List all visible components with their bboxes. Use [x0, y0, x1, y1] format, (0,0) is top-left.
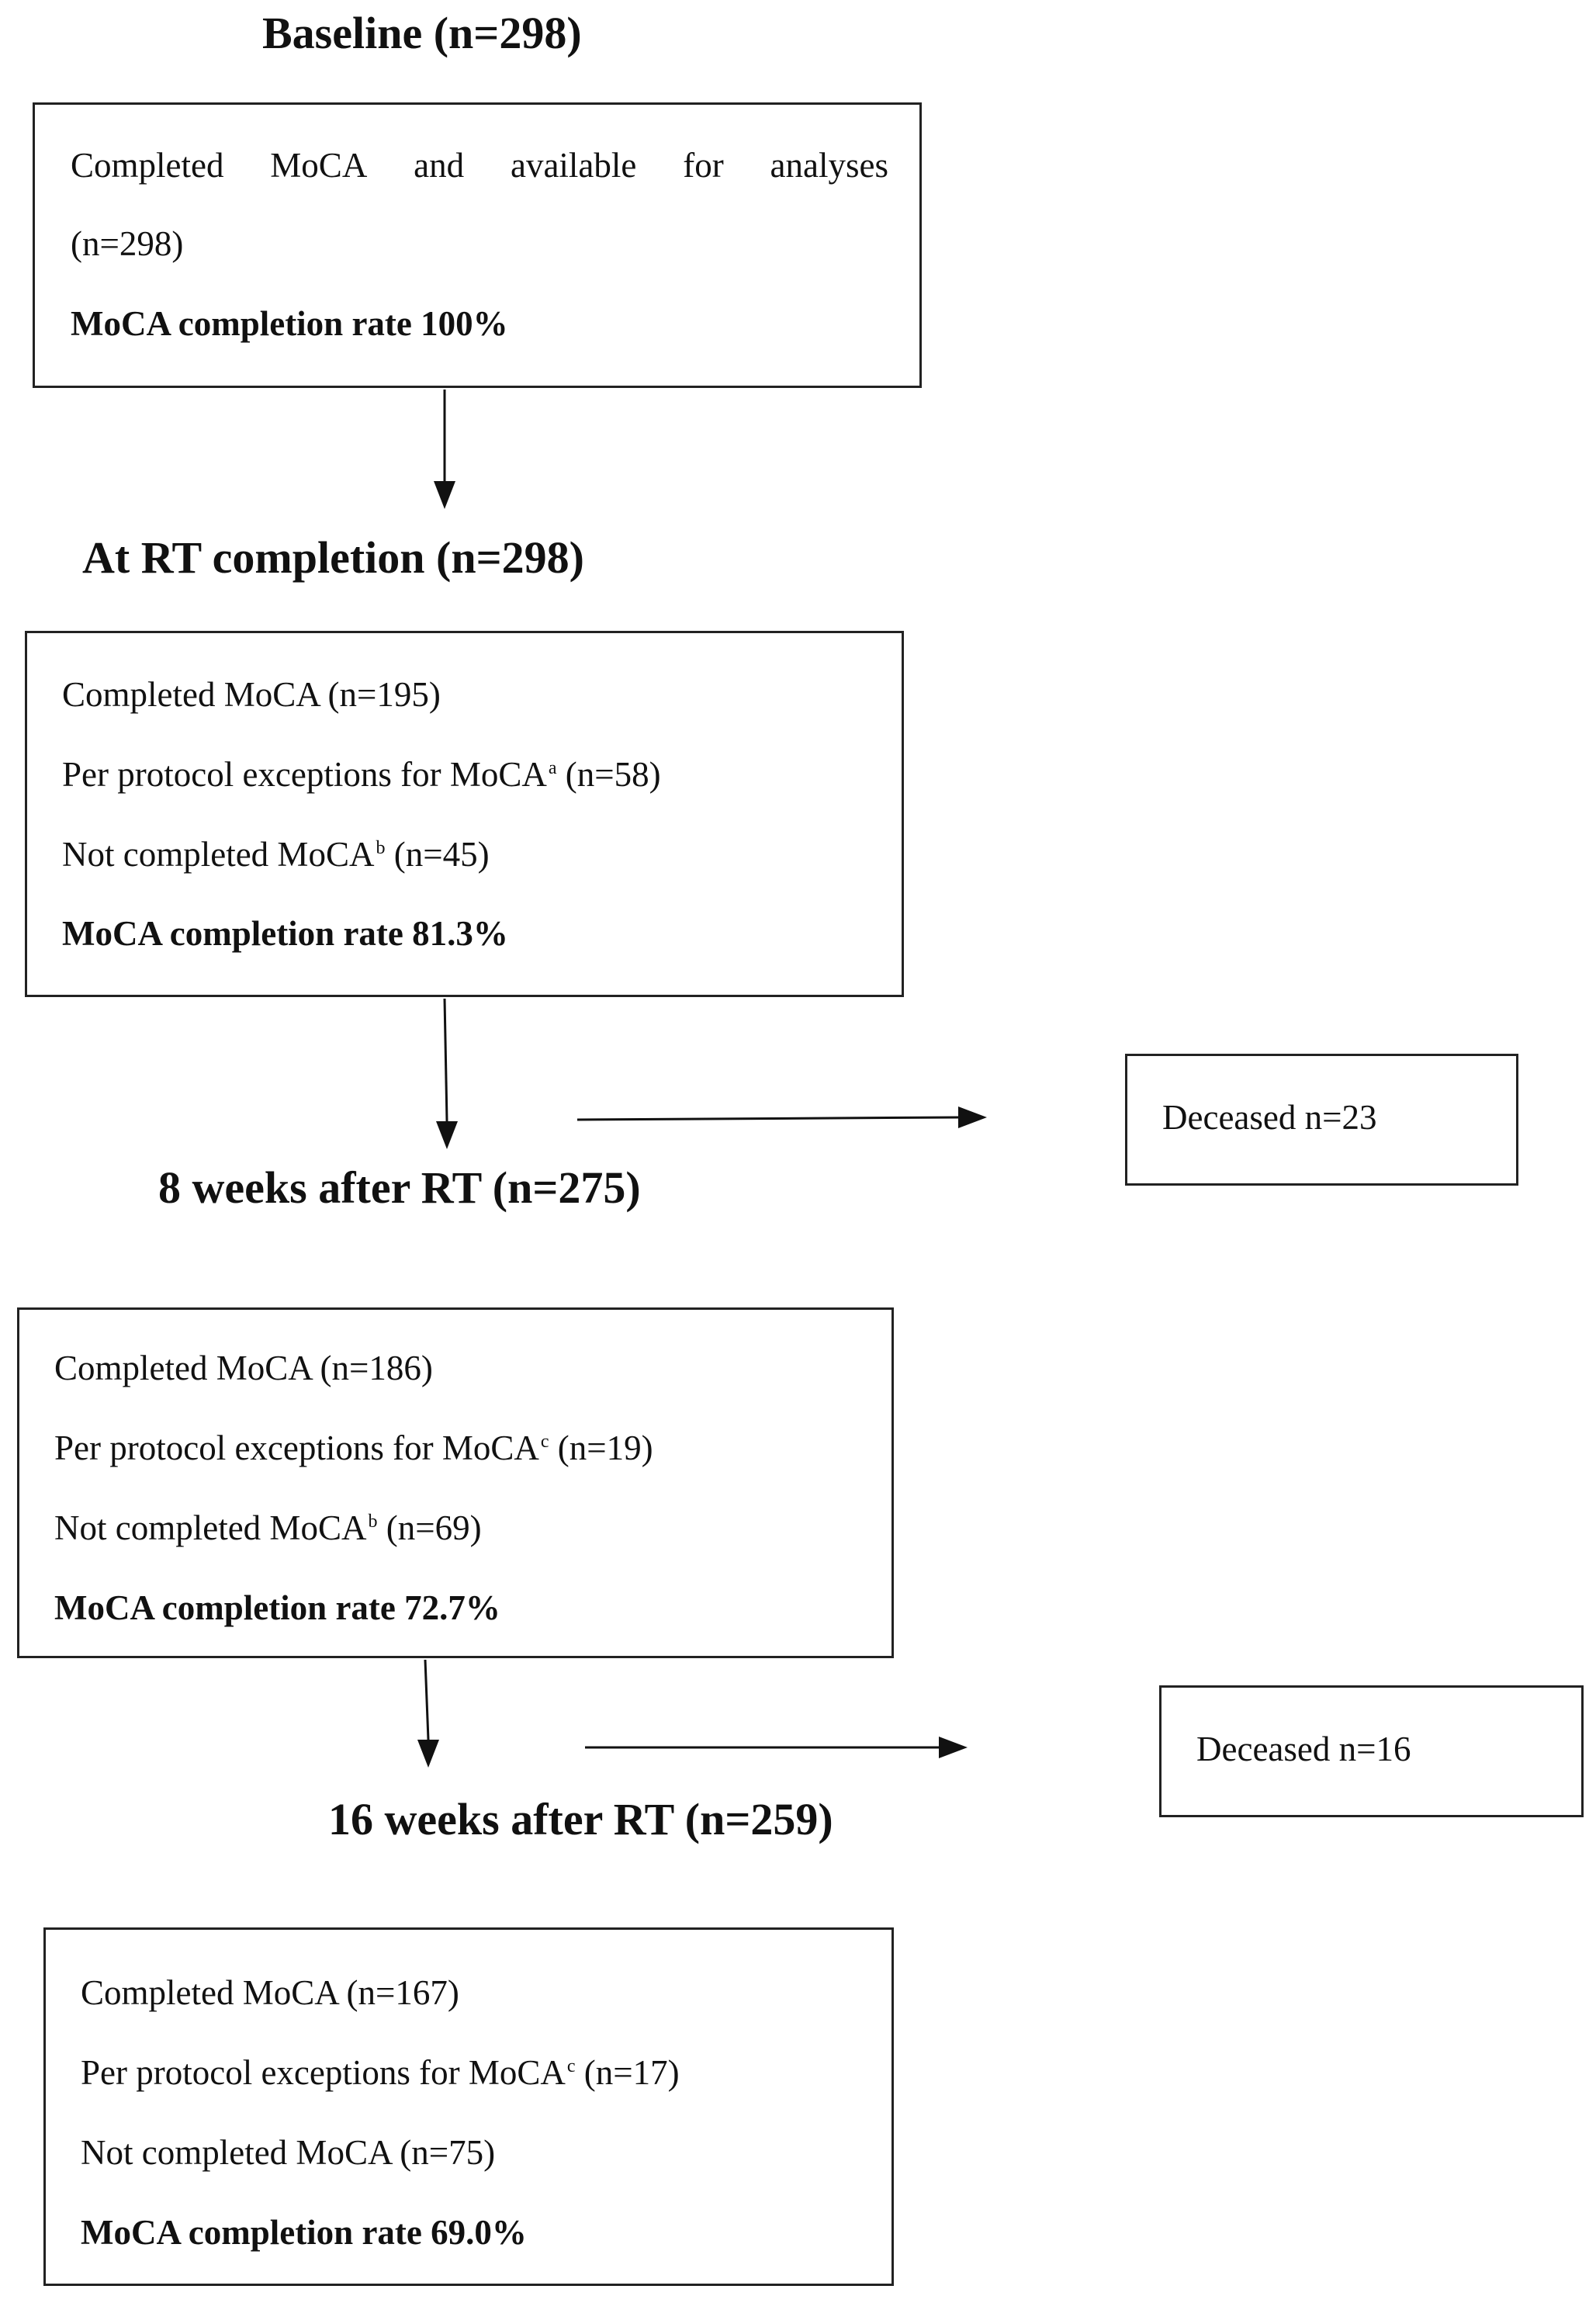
box-line-completed-analyses: Completed MoCA and available for analyse…: [71, 148, 888, 183]
deceased-box-8-weeks: Deceased n=23: [1125, 1054, 1518, 1186]
line-text: Not completed MoCA: [54, 1508, 367, 1547]
deceased-box-16-weeks: Deceased n=16: [1159, 1685, 1584, 1817]
completion-rate: MoCA completion rate 81.3%: [62, 914, 508, 953]
box-line-exceptions: Per protocol exceptions for MoCAc (n=19): [54, 1431, 653, 1466]
stage-box-16-weeks: Completed MoCA (n=167) Per protocol exce…: [43, 1927, 894, 2286]
stage-box-8-weeks: Completed MoCA (n=186) Per protocol exce…: [17, 1307, 894, 1658]
stage-box-rt-completion: Completed MoCA (n=195) Per protocol exce…: [25, 631, 904, 997]
box-line-exceptions: Per protocol exceptions for MoCAc (n=17): [81, 2055, 680, 2090]
arrowhead: [417, 1740, 439, 1768]
stage-heading-16-weeks: 16 weeks after RT (n=259): [328, 1794, 833, 1844]
deceased-label: Deceased n=16: [1196, 1730, 1411, 1768]
line-text: (n=17): [575, 2053, 680, 2092]
arrowhead: [436, 1121, 458, 1149]
footnote-mark: c: [540, 1432, 549, 1452]
line-text: Per protocol exceptions for MoCA: [81, 2053, 566, 2092]
footnote-mark: c: [566, 2056, 576, 2076]
line-text: (n=19): [549, 1429, 653, 1467]
box-line-not-completed: Not completed MoCAb (n=45): [62, 837, 490, 872]
word: available: [510, 146, 637, 185]
arrowhead: [434, 481, 455, 509]
line-text: (n=58): [556, 755, 661, 794]
word: analyses: [770, 146, 888, 185]
box-line-n: (n=298): [71, 224, 184, 263]
line-text: (n=69): [377, 1508, 482, 1547]
stage-heading-baseline: Baseline (n=298): [262, 8, 582, 58]
box-line-completed: Completed MoCA (n=195): [62, 675, 441, 714]
stage-box-baseline: Completed MoCA and available for analyse…: [33, 102, 922, 388]
arrowhead: [958, 1106, 987, 1128]
line-text: Not completed MoCA: [62, 835, 375, 874]
word: and: [414, 146, 465, 185]
line-text: Per protocol exceptions for MoCA: [62, 755, 547, 794]
box-line-not-completed: Not completed MoCA (n=75): [81, 2133, 496, 2172]
arrow-down-8-weeks-to-16-weeks: [424, 1659, 430, 1740]
arrow-down-rt-to-8-weeks: [443, 998, 448, 1122]
completion-rate: MoCA completion rate 100%: [71, 304, 508, 343]
deceased-label: Deceased n=23: [1162, 1098, 1377, 1137]
box-line-not-completed: Not completed MoCAb (n=69): [54, 1511, 482, 1546]
footnote-mark: b: [376, 838, 386, 858]
word: MoCA: [270, 146, 368, 185]
box-line-completed: Completed MoCA (n=167): [81, 1973, 459, 2012]
stage-heading-rt-completion: At RT completion (n=298): [82, 532, 584, 583]
stage-heading-8-weeks: 8 weeks after RT (n=275): [158, 1162, 641, 1213]
footnote-mark: b: [368, 1512, 378, 1532]
completion-rate: MoCA completion rate 72.7%: [54, 1588, 500, 1627]
word: Completed: [71, 146, 224, 185]
box-line-exceptions: Per protocol exceptions for MoCAa (n=58): [62, 757, 661, 792]
arrow-to-deceased-8-weeks: [576, 1116, 959, 1121]
word: for: [683, 146, 724, 185]
footnote-mark: a: [548, 758, 557, 778]
arrowhead: [939, 1737, 968, 1758]
line-text: (n=45): [385, 835, 490, 874]
line-text: Per protocol exceptions for MoCA: [54, 1429, 539, 1467]
box-line-completed: Completed MoCA (n=186): [54, 1349, 433, 1387]
completion-rate: MoCA completion rate 69.0%: [81, 2213, 527, 2252]
